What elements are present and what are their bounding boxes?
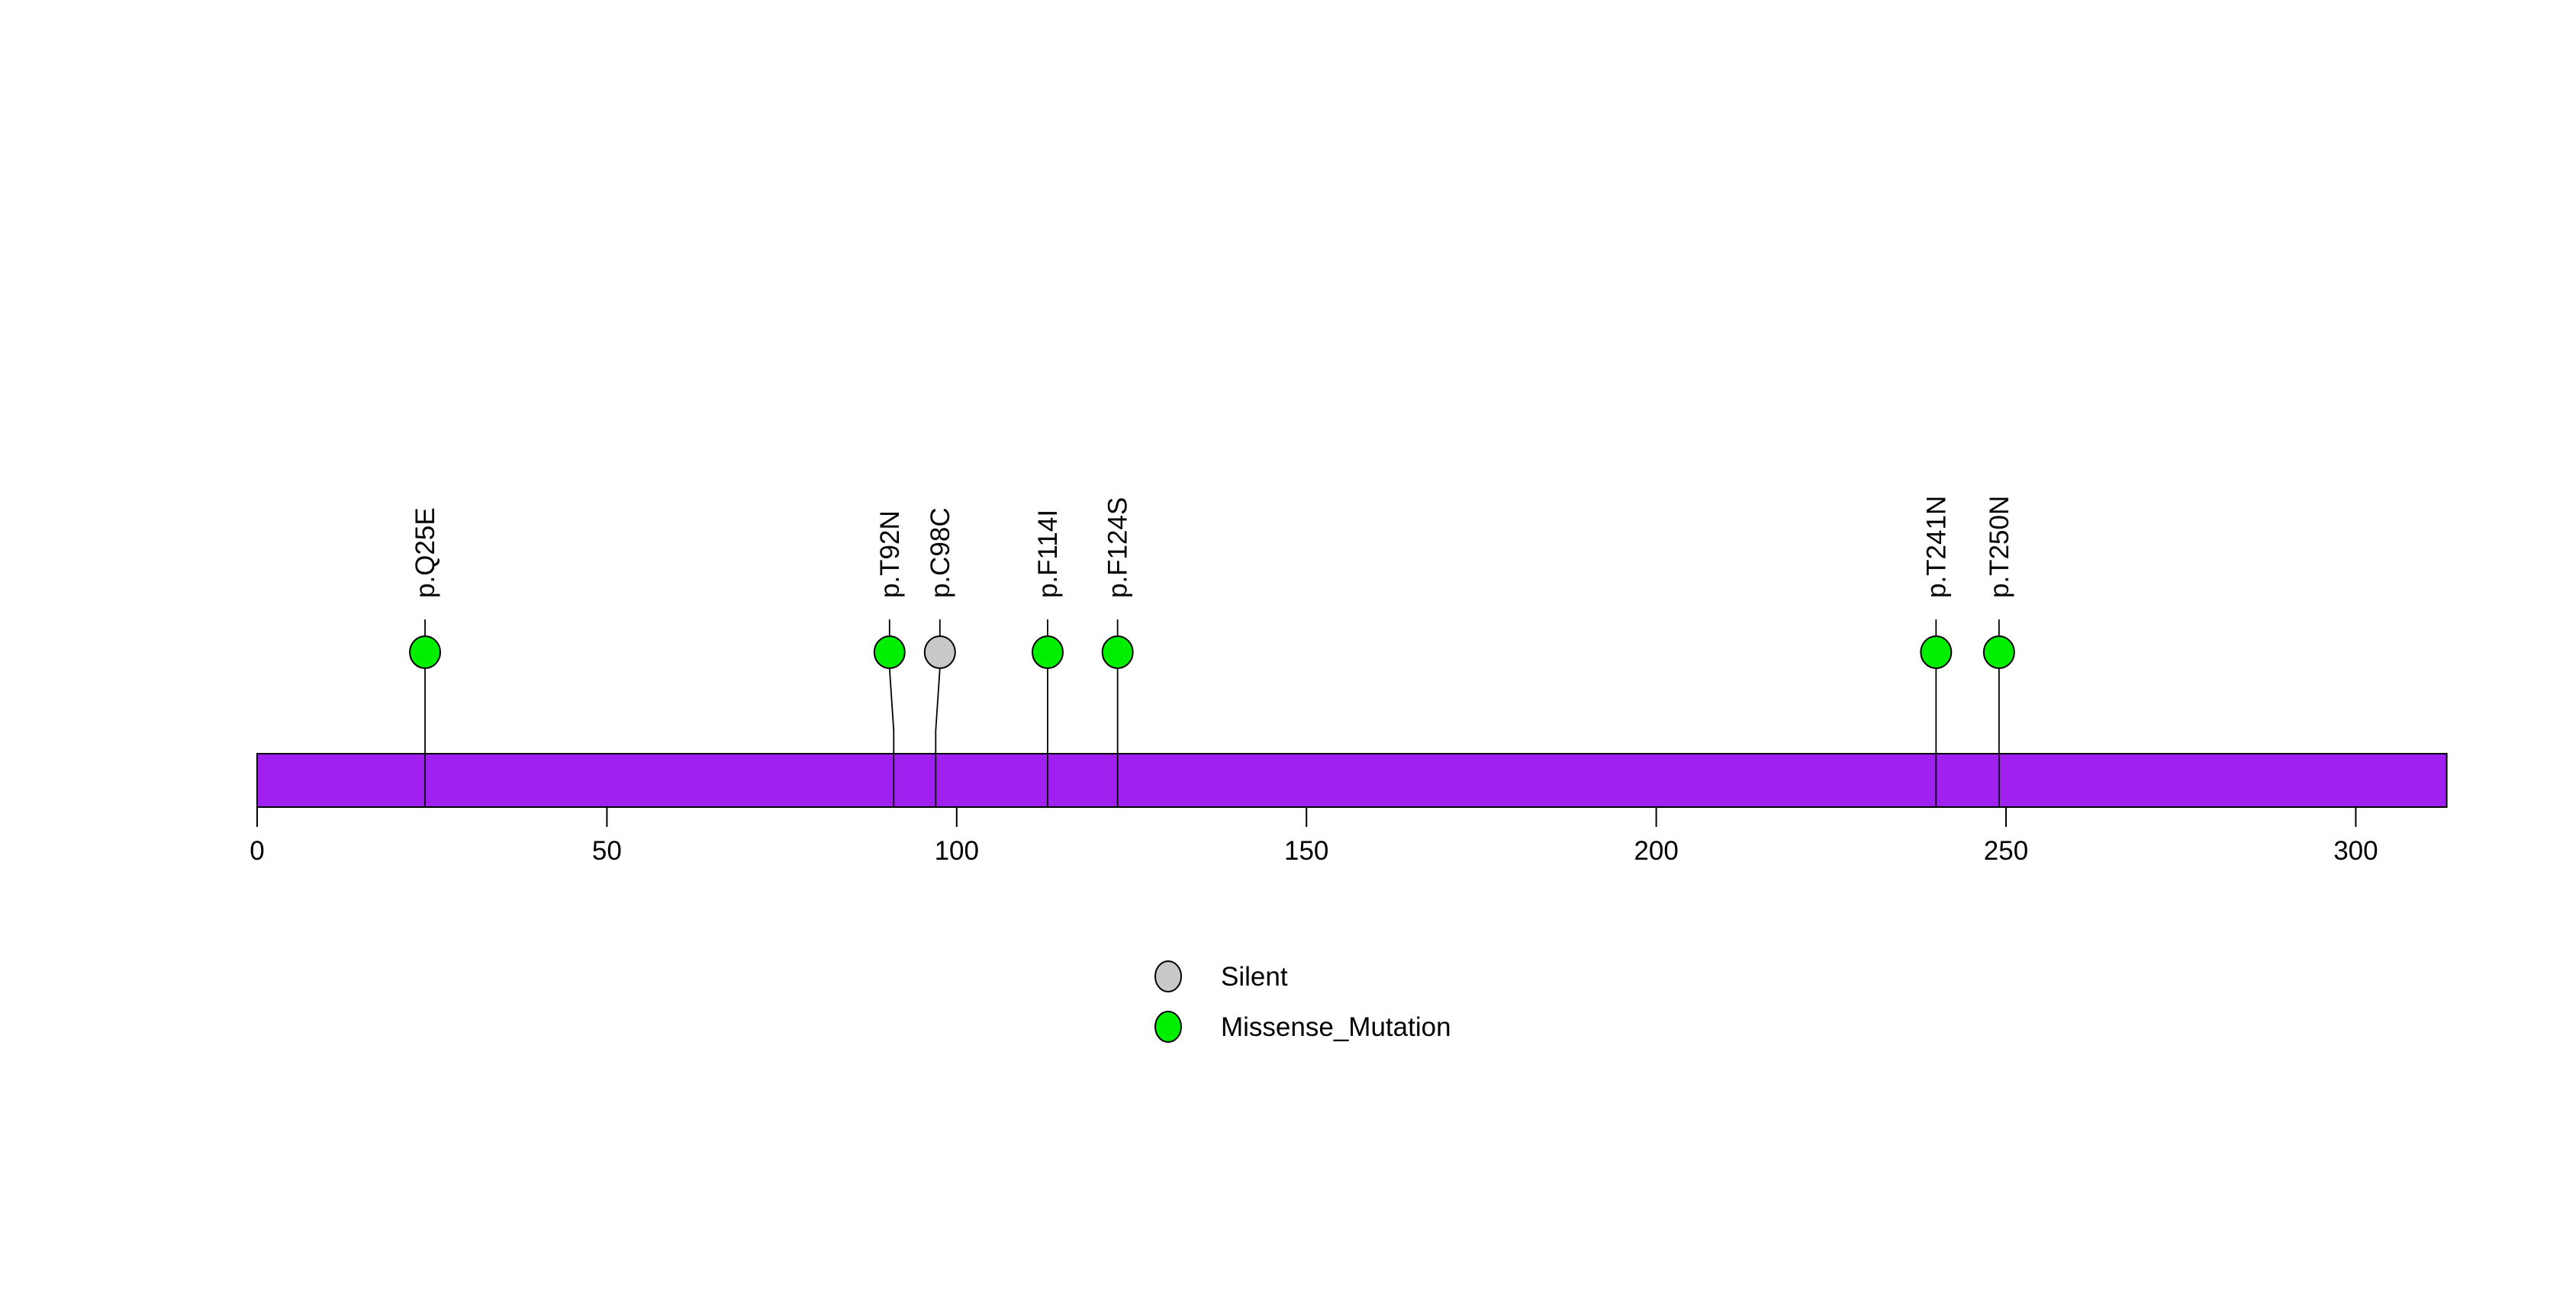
protein-backbone-group (256, 753, 2448, 808)
legend-label-silent: Silent (1221, 962, 1288, 992)
lollipop-p.C98C: p.C98C (923, 507, 956, 807)
mutation-label: p.Q25E (411, 507, 440, 598)
axis-tick-label: 150 (1284, 836, 1328, 866)
mutation-label: p.F114I (1033, 510, 1063, 598)
mutation-label: p.T250N (1985, 496, 2014, 598)
legend: Silent Missense_Mutation (1154, 960, 1451, 1043)
lollipop-circle-missense_mutation (1982, 635, 2015, 669)
mutation-label: p.T92N (875, 510, 905, 598)
lollipop-p.F114I: p.F114I (1031, 510, 1064, 807)
legend-label-missense: Missense_Mutation (1221, 1012, 1451, 1042)
mutation-label: p.F124S (1103, 497, 1133, 598)
mutation-label: p.C98C (926, 507, 955, 598)
legend-marker-missense (1154, 1011, 1182, 1043)
lollipop-circle-missense_mutation (1031, 635, 1064, 669)
lollipop-circle-missense_mutation (409, 635, 442, 669)
axis-tick-label: 250 (1984, 836, 2028, 866)
axis-tick-label: 200 (1634, 836, 1678, 866)
axis-tick-label: 50 (592, 836, 622, 866)
lollipop-circle-missense_mutation (1101, 635, 1134, 669)
axis-tick-label: 0 (250, 836, 264, 866)
x-axis: 0 50 100 150 200 250 300 (250, 807, 2378, 866)
lollipop-p.T241N: p.T241N (1920, 496, 1953, 807)
mutation-label: p.T241N (1921, 496, 1951, 598)
lollipop-p.F124S: p.F124S (1101, 497, 1134, 807)
lollipops-group: p.Q25E p.T92N p.C98C p.F114I p.F124S p.T241N p… (409, 496, 2015, 807)
axis-tick-label: 100 (935, 836, 979, 866)
lollipop-circle-missense_mutation (1920, 635, 1953, 669)
legend-marker-silent (1154, 960, 1182, 992)
axis-tick-label: 300 (2333, 836, 2378, 866)
lollipop-p.T250N: p.T250N (1982, 496, 2015, 807)
lollipop-circle-missense_mutation (873, 635, 906, 669)
lollipop-circle-silent (923, 635, 956, 669)
lollipop-p.Q25E: p.Q25E (409, 507, 442, 807)
lollipop-p.T92N: p.T92N (873, 510, 906, 807)
protein-backbone (256, 753, 2448, 808)
